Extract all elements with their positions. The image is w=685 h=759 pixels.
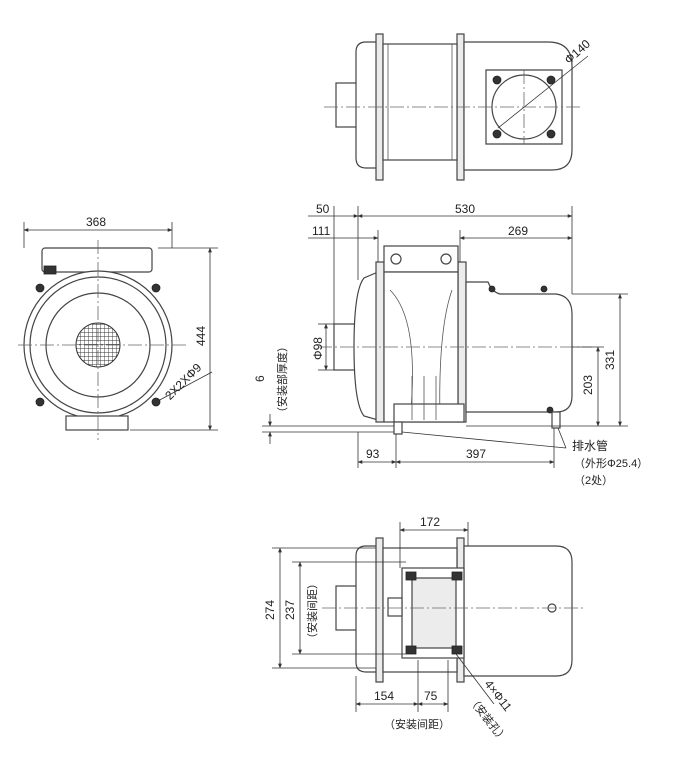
top-bolt-4 <box>546 129 556 139</box>
bottom-spacing-left: （安装间距） <box>305 578 319 644</box>
side-drain-title: 排水管 <box>572 438 608 453</box>
bottom-base-inner <box>411 577 457 649</box>
side-dim-50: 50 <box>316 202 330 216</box>
side-drain-spec: （外形Φ25.4） <box>574 457 648 470</box>
front-view: 368 444 2X2XΦ9 <box>18 215 218 440</box>
front-top-block <box>41 247 153 273</box>
bottom-side-port <box>387 597 403 617</box>
front-bolt-3 <box>35 397 45 407</box>
front-bolt-2 <box>151 283 161 293</box>
side-drain-pipe-1 <box>393 421 403 435</box>
bottom-flange-left <box>375 537 384 683</box>
side-thickness-label: （安装部厚度） <box>275 341 289 418</box>
top-view: Φ140 <box>324 33 594 181</box>
side-view: 50 530 111 269 Φ98 6 （安装部厚度） 331 203 <box>253 202 648 487</box>
bottom-dim-237: 237 <box>283 600 297 620</box>
top-motor-box <box>382 43 458 161</box>
bottom-view: 172 274 237 （安装间距） 154 75 （安装间距） 4×Φ11 （… <box>263 515 584 745</box>
side-dim-269: 269 <box>508 224 528 238</box>
side-flange-right <box>457 261 467 423</box>
side-dim-111: 111 <box>312 224 331 238</box>
side-base <box>393 403 465 423</box>
bottom-housing-left <box>355 545 379 673</box>
bottom-motor-body <box>463 545 573 677</box>
side-dim-93: 93 <box>366 447 380 461</box>
top-bolt-1 <box>492 75 502 85</box>
top-phi140-label: Φ140 <box>562 36 594 66</box>
front-base <box>65 415 129 431</box>
bottom-dim-172: 172 <box>420 515 440 529</box>
side-drain-count: （2处） <box>574 474 613 487</box>
top-bolt-2 <box>546 75 556 85</box>
side-dim-397: 397 <box>466 447 486 461</box>
side-flange-left <box>375 261 385 423</box>
side-phi98: Φ98 <box>311 337 325 360</box>
bottom-spacing-bottom: （安装间距） <box>384 717 450 731</box>
side-drain-pipe-2 <box>551 411 561 429</box>
front-left-tab <box>43 265 57 275</box>
bottom-dim-75: 75 <box>424 689 438 703</box>
bottom-dim-274: 274 <box>263 600 277 620</box>
top-bolt-3 <box>492 129 502 139</box>
front-height-label: 444 <box>194 326 208 346</box>
side-thickness-value: 6 <box>253 375 267 382</box>
bottom-dim-154: 154 <box>374 689 394 703</box>
side-dim-331: 331 <box>603 350 617 370</box>
side-dim-530: 530 <box>455 202 475 216</box>
front-bolt-1 <box>35 283 45 293</box>
top-housing-left <box>355 41 379 169</box>
side-left-cap <box>353 271 379 421</box>
side-dim-203: 203 <box>581 375 595 395</box>
front-width-label: 368 <box>86 215 106 229</box>
